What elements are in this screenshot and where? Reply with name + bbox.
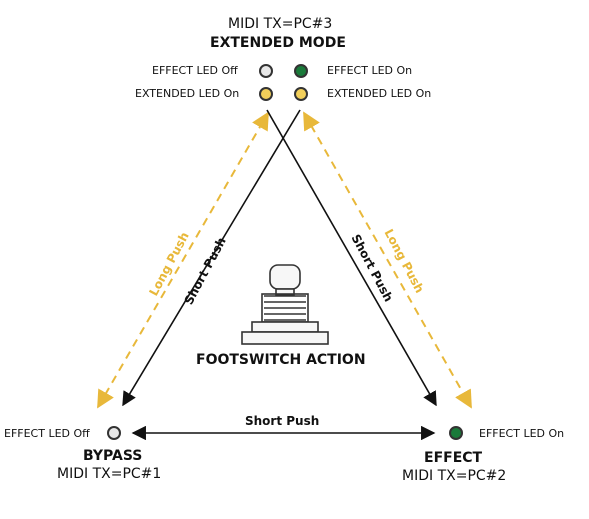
- extended-effect-led-off: [259, 64, 273, 78]
- long-push-left-arrow: [97, 111, 269, 409]
- extended-effect-led-on: [294, 64, 308, 78]
- extended-extended-led-right: [294, 87, 308, 101]
- effect-led-on: [449, 426, 463, 440]
- extended-left-led-label-bottom: EXTENDED LED On: [135, 87, 240, 100]
- long-push-right-arrow: [303, 111, 472, 409]
- effect-led-label: EFFECT LED On: [479, 427, 565, 440]
- footswitch-icon: [241, 264, 329, 345]
- effect-title: EFFECT: [424, 450, 483, 466]
- footswitch-action-title: FOOTSWITCH ACTION: [196, 352, 366, 368]
- extended-left-led-label-top: EFFECT LED Off: [152, 64, 238, 77]
- bypass-effect-led-off: [107, 426, 121, 440]
- extended-extended-led-left: [259, 87, 273, 101]
- extended-midi-label: MIDI TX=PC#3: [228, 16, 333, 32]
- extended-right-led-label-bottom: EXTENDED LED On: [327, 87, 432, 100]
- effect-midi-label: MIDI TX=PC#2: [402, 468, 507, 484]
- short-push-bottom-label: Short Push: [245, 414, 320, 428]
- extended-mode-title: EXTENDED MODE: [210, 35, 346, 51]
- short-push-right-arrow: [266, 109, 437, 407]
- bypass-title: BYPASS: [83, 448, 143, 464]
- extended-right-led-label-top: EFFECT LED On: [327, 64, 413, 77]
- bypass-midi-label: MIDI TX=PC#1: [57, 466, 162, 482]
- short-push-left-arrow: [122, 109, 301, 407]
- bypass-led-label: EFFECT LED Off: [4, 427, 90, 440]
